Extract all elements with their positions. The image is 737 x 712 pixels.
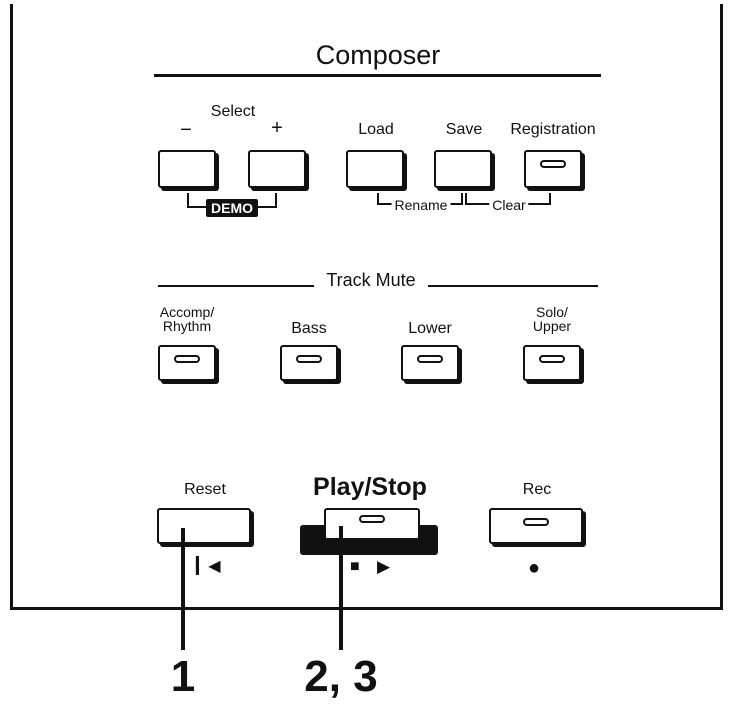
composer-title-rule [154, 74, 601, 77]
rename-label: Rename [391, 198, 451, 212]
solo-label-line1: Solo/ [536, 304, 568, 320]
rec-led-indicator [523, 518, 549, 526]
composer-title: Composer [315, 40, 441, 70]
accomp-label-line2: Rhythm [162, 318, 212, 334]
solo-led-indicator [539, 355, 565, 363]
lower-button[interactable] [401, 345, 459, 381]
callout-1-leader [181, 528, 185, 650]
select-plus-label: + [271, 117, 283, 139]
reset-button[interactable] [157, 508, 251, 544]
play-stop-led-indicator [359, 515, 385, 523]
save-button[interactable] [434, 150, 492, 188]
load-button[interactable] [346, 150, 404, 188]
reset-label: Reset [184, 481, 226, 498]
solo-upper-button[interactable] [523, 345, 581, 381]
save-label: Save [445, 121, 483, 138]
demo-badge: DEMO [206, 199, 258, 217]
accomp-label-line1: Accomp/ [159, 304, 215, 320]
select-label: Select [210, 103, 256, 120]
track-mute-title: Track Mute [326, 270, 416, 290]
clear-label: Clear [489, 198, 529, 212]
rec-dot-icon: ● [528, 557, 541, 579]
select-minus-label: − [180, 119, 192, 141]
track-mute-rule-left [158, 285, 314, 287]
registration-led-indicator [540, 160, 566, 168]
registration-button[interactable] [524, 150, 582, 188]
accomp-led-indicator [174, 355, 200, 363]
play-icon: ▶ [377, 557, 391, 576]
lower-led-indicator [417, 355, 443, 363]
track-mute-rule-right [428, 285, 598, 287]
registration-label: Registration [510, 121, 596, 138]
play-stop-button[interactable] [324, 508, 420, 540]
solo-label-line2: Upper [532, 318, 572, 334]
lower-label: Lower [408, 320, 452, 337]
select-plus-button[interactable] [248, 150, 306, 188]
rec-button[interactable] [489, 508, 583, 544]
accomp-rhythm-button[interactable] [158, 345, 216, 381]
callout-2-3-leader [339, 526, 343, 650]
reset-symbol-icon: ▎◀ [196, 558, 221, 575]
bass-label: Bass [291, 320, 327, 337]
rec-label: Rec [522, 481, 552, 498]
select-minus-button[interactable] [158, 150, 216, 188]
play-stop-label: Play/Stop [313, 473, 427, 501]
bass-button[interactable] [280, 345, 338, 381]
callout-2-3: 2, 3 [304, 652, 378, 701]
load-label: Load [358, 121, 394, 138]
stop-icon: ■ [350, 558, 360, 575]
bass-led-indicator [296, 355, 322, 363]
callout-1: 1 [170, 652, 196, 701]
